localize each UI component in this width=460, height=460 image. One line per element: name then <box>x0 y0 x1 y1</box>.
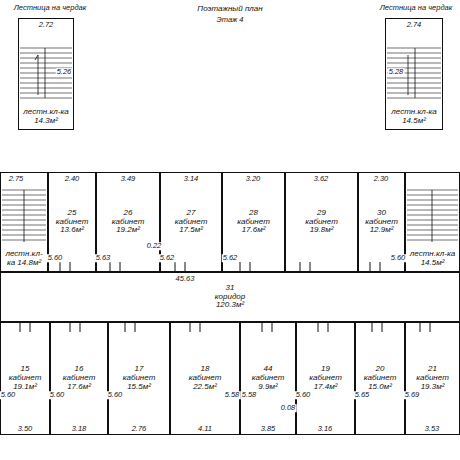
room-text: кабинет <box>55 218 90 227</box>
room-text: лестн.кл-ка 14.3м² <box>19 108 73 126</box>
office-room: 20кабинет15.0м² <box>355 322 405 435</box>
room-text: лестн.кл-ка 14.5м² <box>386 108 442 126</box>
room-text: кабинет <box>8 374 43 383</box>
dimension-label: 5.60 <box>107 391 124 399</box>
room-text: 28 <box>248 209 259 218</box>
office-room: 18кабинет22.5м² <box>170 322 240 435</box>
room-text: 18 <box>200 365 211 374</box>
dimension-label: 5.65 <box>354 391 371 399</box>
dimension-label: 5.69 <box>404 391 421 399</box>
corridor: 31коридор120.3м² <box>0 272 460 322</box>
dimension-label: 5.28 <box>388 68 405 76</box>
room-text: кабинет <box>122 374 157 383</box>
dimension-label: 0.08 <box>280 404 297 412</box>
dimension-label: 5.60 <box>47 254 64 262</box>
room-text: 20 <box>375 365 386 374</box>
room-text: 19.2м² <box>115 226 141 235</box>
office-room: 17кабинет15.5м² <box>108 322 170 435</box>
dimension-label: 2.72 <box>38 21 55 29</box>
room-text: 15 <box>20 365 31 374</box>
room-text: коридор <box>214 293 246 302</box>
dimension-label: 3.85 <box>260 425 277 433</box>
room-text: кабинет <box>174 218 209 227</box>
room-text: 27 <box>186 209 197 218</box>
dimension-label: 5.58 <box>241 391 258 399</box>
dimension-label: 3.14 <box>183 175 200 183</box>
room-text: 17.6м² <box>241 226 267 235</box>
dimension-label: 3.20 <box>245 175 262 183</box>
dimension-label: 5.60 <box>0 391 16 399</box>
room-text: 29 <box>316 209 327 218</box>
room-text: 25 <box>67 209 78 218</box>
room-text: лестн.кл-ка 14.5м² <box>406 250 459 268</box>
stairwell: лестн.кл-ка 14.5м² <box>405 172 460 272</box>
room-text: кабинет <box>415 374 450 383</box>
dimension-label: 5.26 <box>56 68 73 76</box>
office-room: 44кабинет9.9м² <box>240 322 296 435</box>
room-text: кабинет <box>364 218 399 227</box>
office-room: 19кабинет17.4м² <box>296 322 355 435</box>
dimension-label: 5.58 <box>224 391 241 399</box>
dimension-label: 4.11 <box>197 425 213 433</box>
room-text: 31 <box>225 284 236 293</box>
room-text: 15.0м² <box>367 383 393 392</box>
room-text: 17.4м² <box>313 383 339 392</box>
room-text: кабинет <box>188 374 223 383</box>
dimension-label: 2.75 <box>8 175 25 183</box>
stairwell: лестн.кл-ка 14.8м² <box>0 172 48 272</box>
room-text: 15.5м² <box>126 383 152 392</box>
room-text: 19.3м² <box>420 383 446 392</box>
dimension-label: 0.22 <box>146 242 163 250</box>
dimension-label: 5.62 <box>222 254 239 262</box>
office-room: 15кабинет19.1м² <box>0 322 50 435</box>
room-text: кабинет <box>111 218 146 227</box>
room-text: 22.5м² <box>192 383 218 392</box>
room-text: 13.6м² <box>59 226 85 235</box>
dimension-label: 3.53 <box>424 425 441 433</box>
room-text: кабинет <box>363 374 398 383</box>
room-text: кабинет <box>62 374 97 383</box>
dimension-label: 45.63 <box>175 275 196 283</box>
dimension-label: 5.60 <box>295 391 312 399</box>
dimension-label: 3.16 <box>317 425 334 433</box>
dimension-label: 5.60 <box>390 254 407 262</box>
annotation-text: Лестница на чердак <box>13 4 88 12</box>
room-text: кабинет <box>236 218 271 227</box>
room-text: 120.3м² <box>215 301 245 310</box>
room-text: кабинет <box>304 218 339 227</box>
dimension-label: 2.30 <box>373 175 390 183</box>
room-text: 19.8м² <box>309 226 335 235</box>
dimension-label: 5.60 <box>49 391 66 399</box>
office-room: 29кабинет19.8м² <box>285 172 358 272</box>
dimension-label: 5.63 <box>95 254 112 262</box>
dimension-label: 3.49 <box>120 175 137 183</box>
room-text: 12.9м² <box>369 226 395 235</box>
dimension-label: 2.40 <box>64 175 81 183</box>
dimension-label: 3.50 <box>17 425 34 433</box>
dimension-label: 3.62 <box>313 175 330 183</box>
room-text: 44 <box>263 365 274 374</box>
annotation-text: Лестница на чердак <box>379 4 454 12</box>
room-text: 17.5м² <box>178 226 204 235</box>
plan-title: Поэтажный план <box>197 4 262 13</box>
room-text: 26 <box>123 209 134 218</box>
dimension-label: 2.76 <box>131 425 148 433</box>
room-text: 16 <box>74 365 85 374</box>
room-text: 21 <box>427 365 438 374</box>
room-text: лестн.кл-ка 14.8м² <box>1 250 47 268</box>
office-room: 21кабинет19.3м² <box>405 322 460 435</box>
room-text: 17 <box>134 365 145 374</box>
room-text: 19 <box>320 365 331 374</box>
dimension-label: 2.74 <box>406 21 423 29</box>
room-text: 9.9м² <box>257 383 278 392</box>
dimension-label: 5.62 <box>159 254 176 262</box>
annotation-text: Этаж 4 <box>216 16 245 24</box>
room-text: 17.6м² <box>66 383 92 392</box>
office-room: 16кабинет17.6м² <box>50 322 108 435</box>
dimension-label: 3.18 <box>71 425 88 433</box>
room-text: кабинет <box>251 374 286 383</box>
room-text: кабинет <box>308 374 343 383</box>
room-text: 30 <box>376 209 387 218</box>
